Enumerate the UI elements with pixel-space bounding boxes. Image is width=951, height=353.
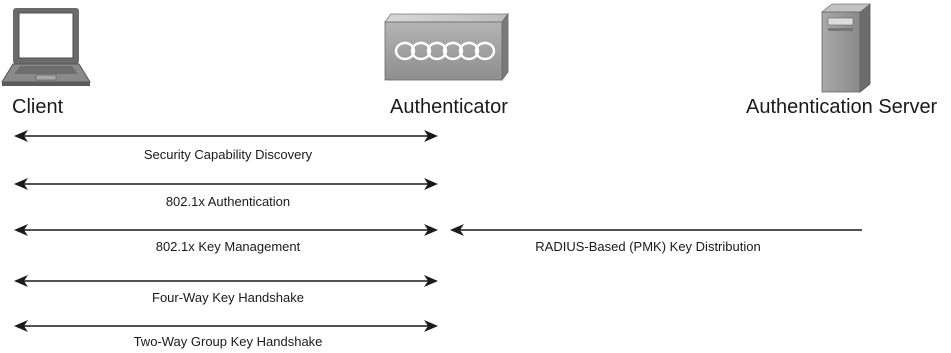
flow-arrow xyxy=(14,130,438,142)
authenticator-label: Authenticator xyxy=(390,96,508,118)
flow-label-security-capability-discovery: Security Capability Discovery xyxy=(144,147,313,162)
laptop-icon xyxy=(1,8,91,86)
client-label: Client xyxy=(12,96,64,118)
access-point-icon xyxy=(384,12,509,82)
flow-label-8021x-key-management: 802.1x Key Management xyxy=(156,239,301,254)
flow-label-four-way-key-handshake: Four-Way Key Handshake xyxy=(152,290,304,305)
authentication-server-label: Authentication Server xyxy=(746,96,938,118)
flow-arrow xyxy=(14,275,438,287)
flow-arrow-radius xyxy=(450,224,862,236)
flow-label-8021x-authentication: 802.1x Authentication xyxy=(166,194,290,209)
flow-arrow xyxy=(14,178,438,190)
flow-label-two-way-group-key-handshake: Two-Way Group Key Handshake xyxy=(134,334,323,349)
flow-arrow xyxy=(14,224,438,236)
server-tower-icon xyxy=(820,3,872,93)
flow-label-radius-pmk-key-distribution: RADIUS-Based (PMK) Key Distribution xyxy=(535,239,760,254)
flow-arrow xyxy=(14,320,438,332)
